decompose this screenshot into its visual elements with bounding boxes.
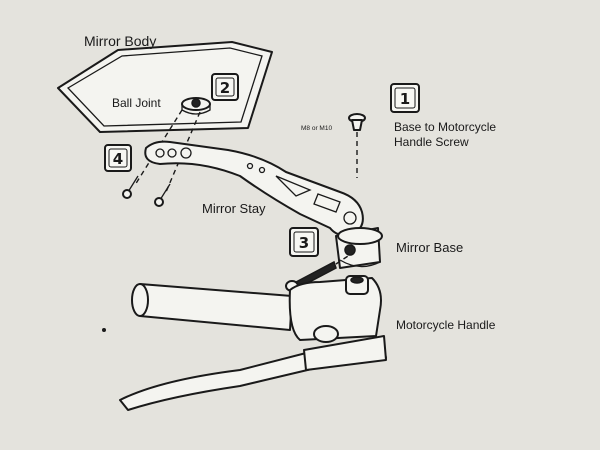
stay-screw-right (154, 183, 171, 207)
badge-2-number: 2 (220, 79, 230, 97)
label-ball-joint: Ball Joint (112, 96, 161, 110)
label-motorcycle-handle: Motorcycle Handle (396, 318, 496, 332)
base-screw (348, 113, 366, 178)
badge-2: 2 (211, 73, 239, 101)
label-base-screw-line2: Handle Screw (394, 135, 469, 149)
stay-screw-left (122, 175, 139, 199)
label-mirror-body: Mirror Body (84, 33, 156, 49)
label-screw-size: M8 or M10 (301, 125, 332, 132)
badge-4-number: 4 (113, 150, 123, 168)
label-base-screw-line1: Base to Motorcycle (394, 120, 496, 134)
mirror-base (335, 227, 383, 269)
leader-line-4 (134, 109, 183, 186)
ball-joint (181, 97, 211, 115)
badge-3: 3 (289, 227, 319, 257)
mirror-body (57, 41, 273, 133)
badge-1-number: 1 (400, 90, 410, 108)
motorcycle-handle (119, 275, 387, 411)
badge-1: 1 (390, 83, 420, 113)
label-mirror-stay: Mirror Stay (202, 201, 266, 216)
badge-3-number: 3 (299, 234, 309, 252)
stray-dot (102, 328, 106, 332)
badge-4: 4 (104, 144, 132, 172)
leader-line-2 (165, 111, 201, 193)
label-mirror-base: Mirror Base (396, 240, 463, 255)
mirror-stay (144, 140, 364, 237)
